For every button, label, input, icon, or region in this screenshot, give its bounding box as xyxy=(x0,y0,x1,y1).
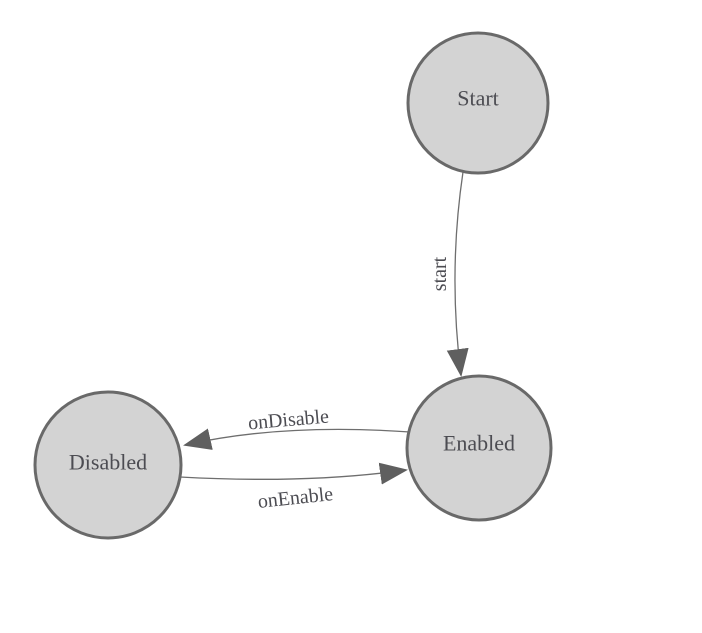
transition-start-to-enabled-edge xyxy=(446,171,469,377)
state-node-enabled-label: Enabled xyxy=(443,431,515,456)
state-node-disabled[interactable] xyxy=(33,390,183,540)
transition-start-to-enabled-label: start xyxy=(429,256,451,291)
state-node-disabled-label: Disabled xyxy=(69,450,147,475)
state-node-start-label: Start xyxy=(457,86,499,111)
transition-disabled-to-enabled-label: onEnable xyxy=(257,483,335,513)
transition-enabled-to-disabled-edge xyxy=(183,428,411,450)
transition-disabled-to-enabled-edge xyxy=(179,462,408,485)
state-node-start[interactable] xyxy=(406,31,550,175)
state-node-enabled[interactable] xyxy=(405,374,553,522)
